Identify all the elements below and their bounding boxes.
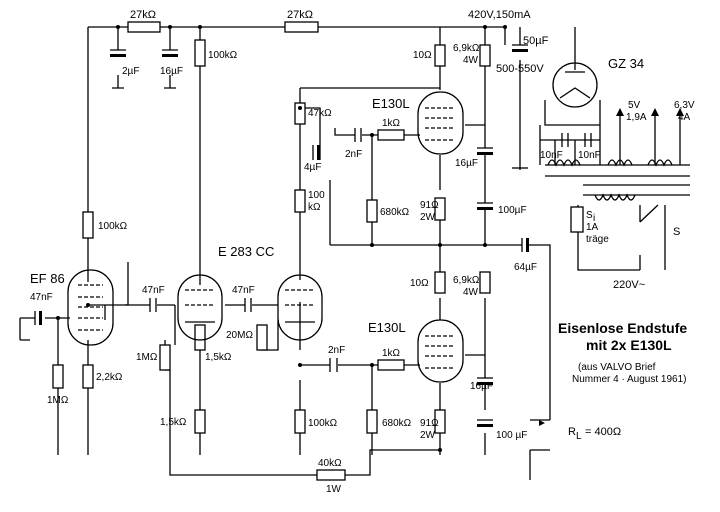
- c4uf-label: 4µF: [304, 162, 321, 173]
- fuse-sub-label: i: [593, 213, 595, 224]
- heater-cap-a-label: 10nF: [540, 150, 563, 161]
- r91-bot-label: 91Ω: [420, 418, 439, 429]
- fuse-rating-label: 1A: [586, 222, 599, 233]
- tube-labels: EF 86 E 283 CC E130L E130L GZ 34: [30, 56, 644, 335]
- e130l-top-label: E130L: [372, 96, 410, 111]
- r100k-top-label: 100kΩ: [208, 50, 238, 61]
- c16uf-label: 16µF: [160, 66, 183, 77]
- r100k-bot-label: 100kΩ: [308, 418, 338, 429]
- r1-5k-b-label: 1,5kΩ: [160, 417, 187, 428]
- capacitors: [19, 44, 592, 427]
- mains-label: 220V~: [613, 279, 645, 291]
- supply-voltage-label: 420V,150mA: [468, 9, 531, 21]
- e130l-bot-label: E130L: [368, 320, 406, 335]
- fuse-label: S: [586, 210, 593, 221]
- tube-e283cc-b: [277, 274, 323, 341]
- tube-e130l-bot: [417, 319, 464, 383]
- fuse-type-label: träge: [586, 234, 609, 245]
- c16uf-bot-label: 16µF: [470, 381, 493, 392]
- rl-value-label: = 400Ω: [585, 426, 621, 438]
- r1-5k-a-label: 1,5kΩ: [205, 352, 232, 363]
- r10-top-label: 10Ω: [413, 50, 432, 61]
- switch-label: S: [673, 226, 680, 238]
- r91-bot-w-label: 2W: [420, 430, 436, 441]
- c100uf-bot-label: 100 µF: [496, 430, 527, 441]
- r1k-top-label: 1kΩ: [382, 118, 401, 129]
- r6-9k-bot-w-label: 4W: [463, 287, 479, 298]
- source-line-1: (aus VALVO Brief: [578, 362, 656, 373]
- power-transformer: [545, 159, 690, 270]
- component-labels: 27kΩ 27kΩ 2µF 16µF 100kΩ 100kΩ 47nF 47nF…: [30, 9, 621, 495]
- tube-e283cc-a: [177, 274, 223, 341]
- supply-cap-label: 50µF: [523, 35, 549, 47]
- c47nf-2-label: 47nF: [142, 285, 165, 296]
- r91-top-w-label: 2W: [420, 212, 436, 223]
- r2-2k-label: 2,2kΩ: [96, 372, 123, 383]
- resistors: [52, 21, 584, 481]
- heater-5v-label: 5V: [628, 100, 641, 111]
- supply-labels: 420V,150mA 50µF 500-550V 5V 1,9A 6,3V 4A…: [468, 9, 695, 291]
- r100k-mid-label-b: kΩ: [308, 202, 321, 213]
- title-block: Eisenlose Endstufe mit 2x E130L (aus VAL…: [558, 320, 687, 385]
- supply-cap-rating-label: 500-550V: [496, 63, 544, 75]
- rl-sub-label: L: [576, 431, 582, 442]
- r6-9k-bot-label: 6,9kΩ: [453, 275, 480, 286]
- r1m-mid-label: 1MΩ: [136, 352, 158, 363]
- c2nf-top-label: 2nF: [345, 149, 362, 160]
- r10-bot-label: 10Ω: [410, 278, 429, 289]
- junctions: [56, 25, 684, 452]
- wiring: [20, 26, 681, 480]
- tube-ef86: [67, 269, 114, 346]
- gz34-label: GZ 34: [608, 56, 644, 71]
- heater-cap-b-label: 10nF: [578, 150, 601, 161]
- r680k-bot-label: 680kΩ: [382, 418, 412, 429]
- source-line-2: Nummer 4 · August 1961): [572, 374, 687, 385]
- r100k-left-label: 100kΩ: [98, 221, 128, 232]
- c100uf-top-label: 100µF: [498, 205, 527, 216]
- r20m-label: 20MΩ: [226, 330, 253, 341]
- r1m-grid-label: 1MΩ: [47, 395, 69, 406]
- r91-top-label: 91Ω: [420, 200, 439, 211]
- r40k-label: 40kΩ: [318, 458, 342, 469]
- r40k-w-label: 1W: [326, 484, 342, 495]
- c2nf-bot-label: 2nF: [328, 345, 345, 356]
- c2uf-label: 2µF: [122, 66, 139, 77]
- r1k-bot-label: 1kΩ: [382, 348, 401, 359]
- c47nf-1-label: 47nF: [30, 292, 53, 303]
- ef86-label: EF 86: [30, 271, 65, 286]
- c64uf-label: 64µF: [514, 262, 537, 273]
- heater-5v-a-label: 1,9A: [626, 112, 647, 123]
- r6-9k-top-w-label: 4W: [463, 55, 479, 66]
- heater-63v-a-label: 4A: [678, 112, 691, 123]
- title-line-2: mit 2x E130L: [586, 337, 672, 353]
- r100k-mid-label-a: 100: [308, 190, 325, 201]
- r27k-b-label: 27kΩ: [287, 9, 313, 21]
- tube-gz34: [552, 62, 598, 108]
- r27k-a-label: 27kΩ: [130, 9, 156, 21]
- heater-63v-label: 6,3V: [674, 100, 695, 111]
- rl-label: R: [568, 426, 576, 438]
- r6-9k-top-label: 6,9kΩ: [453, 43, 480, 54]
- tube-e130l-top: [417, 91, 464, 155]
- r680k-top-label: 680kΩ: [380, 207, 410, 218]
- e283cc-label: E 283 CC: [218, 244, 274, 259]
- c16uf-top-label: 16µF: [455, 158, 478, 169]
- c47nf-3-label: 47nF: [232, 285, 255, 296]
- title-line-1: Eisenlose Endstufe: [558, 320, 687, 336]
- r47k-label: 47kΩ: [308, 108, 332, 119]
